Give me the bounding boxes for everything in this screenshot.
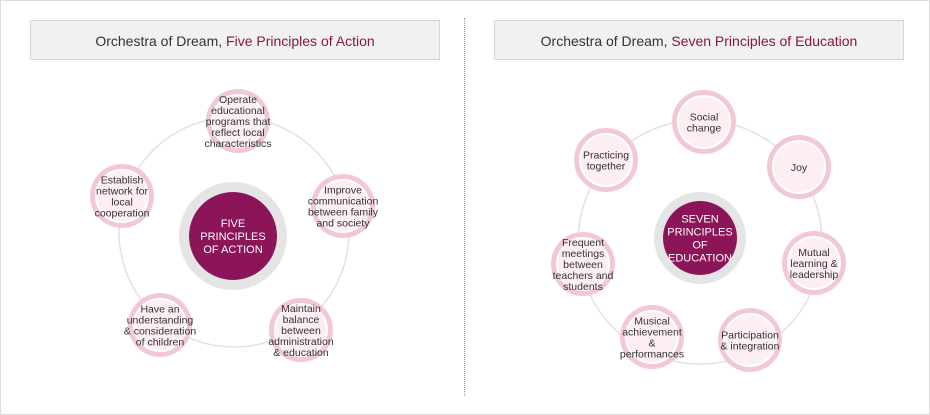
seven-node-label: Joy xyxy=(791,162,808,174)
seven-node-label-line: meetings xyxy=(562,248,605,260)
five-node-label-line: administration xyxy=(268,336,334,348)
five-node-label-line: balance xyxy=(283,314,320,326)
seven-node-label-line: between xyxy=(563,259,603,271)
five-node-label-line: Have an xyxy=(140,304,179,316)
seven-principles-title-accent: Seven Principles of Education xyxy=(671,33,858,49)
seven-node-label-line: change xyxy=(687,123,722,135)
seven-node-label-line: achievement xyxy=(622,327,682,339)
five-node-inner-circle xyxy=(133,298,187,352)
five-node-label-line: between xyxy=(281,325,321,337)
five-node-label-line: & education xyxy=(273,347,329,359)
seven-node-label-line: Mutual xyxy=(798,247,830,259)
five-node-inner-circle xyxy=(95,169,149,223)
seven-node-label-line: Practicing xyxy=(583,150,629,162)
five-node-label-line: Establish xyxy=(101,175,144,187)
seven-node-inner-circle xyxy=(556,237,610,291)
five-node-inner-circle xyxy=(316,179,370,233)
five-center-label-line: FIVE xyxy=(221,218,245,230)
seven-node-inner-circle xyxy=(625,310,679,364)
seven-principles-title: Orchestra of Dream, Seven Principles of … xyxy=(494,20,904,60)
seven-node-label-line: learning & xyxy=(790,258,837,270)
seven-principle-node: Participation& integration xyxy=(718,308,782,372)
five-center-label-line: OF ACTION xyxy=(203,244,262,256)
five-center-circle xyxy=(189,192,277,280)
five-node-inner-circle xyxy=(211,94,265,148)
seven-node-inner-circle xyxy=(579,133,633,187)
five-node-label-line: reflect local xyxy=(211,127,264,139)
five-node-label-line: Maintain xyxy=(281,303,321,315)
five-node-label-line: Operate xyxy=(219,94,257,106)
five-principles-title: Orchestra of Dream, Five Principles of A… xyxy=(30,20,440,60)
seven-node-inner-circle xyxy=(787,236,841,290)
seven-node-label-line: Participation xyxy=(721,330,779,342)
seven-node-label-line: & xyxy=(648,338,655,350)
seven-principles-title-prefix: Orchestra of Dream, xyxy=(540,33,672,49)
seven-center-circle xyxy=(663,201,737,275)
five-principles-title-prefix: Orchestra of Dream, xyxy=(95,33,227,49)
five-node-label-line: and society xyxy=(316,218,370,230)
seven-node-label-line: leadership xyxy=(790,269,839,281)
five-principles-title-accent: Five Principles of Action xyxy=(226,33,375,49)
five-node-label-line: programs that xyxy=(206,116,271,128)
seven-center-label-line: OF xyxy=(692,240,708,252)
seven-node-label-line: Musical xyxy=(634,316,670,328)
seven-node-label-line: together xyxy=(587,161,626,173)
seven-node-label-line: teachers and xyxy=(553,270,614,282)
seven-node-label-line: Social xyxy=(690,112,719,124)
five-node-label-line: of children xyxy=(136,337,185,349)
five-node-label-line: Improve xyxy=(324,185,362,197)
five-node-label-line: cooperation xyxy=(95,208,150,220)
seven-principle-node: Joy xyxy=(767,135,831,199)
seven-node-label: Participation& integration xyxy=(721,330,780,353)
five-center-label-line: PRINCIPLES xyxy=(200,231,265,243)
five-node-label-line: network for xyxy=(96,186,148,198)
seven-node-inner-circle xyxy=(677,95,731,149)
seven-node-label-line: students xyxy=(563,281,603,293)
five-node-label-line: communication xyxy=(308,196,379,208)
five-node-label-line: & consideration xyxy=(124,326,197,338)
seven-node-inner-circle xyxy=(723,313,777,367)
seven-node-label-line: performances xyxy=(620,349,684,361)
five-node-label-line: educational xyxy=(211,105,265,117)
seven-center-label-line: SEVEN xyxy=(681,214,718,226)
seven-node-inner-circle xyxy=(772,140,826,194)
five-node-label-line: between family xyxy=(308,207,379,219)
five-node-label-line: understanding xyxy=(127,315,194,327)
panel-divider xyxy=(464,18,465,396)
seven-node-label-line: Joy xyxy=(791,162,808,174)
seven-center-label-line: PRINCIPLES xyxy=(667,227,732,239)
five-node-inner-circle xyxy=(274,303,328,357)
seven-node-label-line: & integration xyxy=(721,341,780,353)
five-node-label-line: local xyxy=(111,197,133,209)
seven-node-label-line: Frequent xyxy=(562,237,604,249)
five-node-label-line: characteristics xyxy=(204,138,271,150)
seven-center-label-line: EDUCATION xyxy=(668,253,732,265)
